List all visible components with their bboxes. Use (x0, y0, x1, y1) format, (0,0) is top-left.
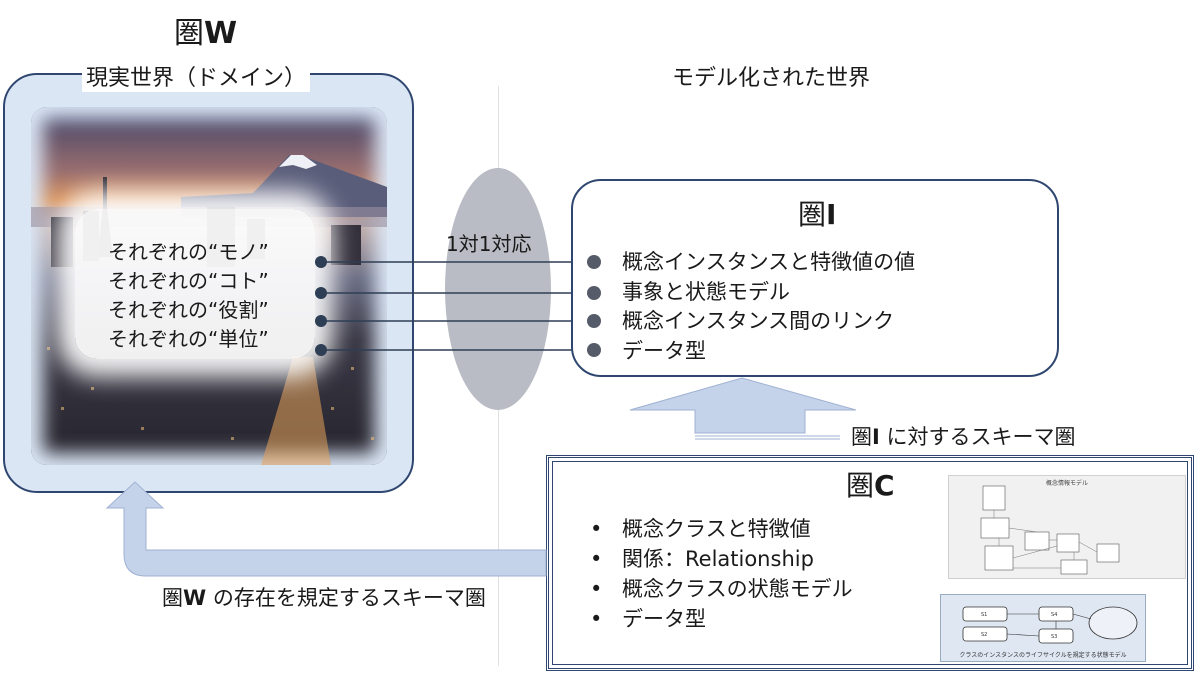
thumbnail-title: 概念情報モデル (1045, 480, 1088, 487)
category-w-items: それぞれの“モノ” それぞれの“コト” それぞれの“役割” それぞれの“単位” (108, 238, 269, 354)
category-w-title: 圏W (174, 16, 238, 51)
c-item-relationship: 関係：Relationship (590, 544, 853, 574)
i-item-link: 概念インスタンス間のリンク (622, 309, 895, 333)
w-item-dot (315, 287, 327, 299)
c-item-state-model: 概念クラスの状態モデル (590, 574, 853, 604)
w-item-dot (315, 344, 327, 356)
w-item-dot (315, 256, 327, 268)
svg-text:S1: S1 (981, 612, 987, 618)
i-item-dot (587, 286, 601, 300)
w-item-thing: それぞれの“モノ” (108, 240, 269, 264)
schema-w-arrow (105, 481, 547, 577)
w-item-dot (315, 315, 327, 327)
text-highlight-glow (75, 209, 315, 359)
class-model-thumbnail: 概念情報モデル (948, 475, 1186, 579)
category-c-title: 圏C (846, 469, 895, 502)
modeled-world-label: モデル化された世界 (672, 66, 871, 91)
i-item-instance: 概念インスタンスと特徴値の値 (622, 250, 916, 274)
category-i-panel (571, 179, 1059, 377)
category-i-title: 圏I (798, 198, 837, 231)
category-c-items: 概念クラスと特徴値 関係：Relationship 概念クラスの状態モデル デー… (590, 514, 853, 634)
real-world-label: 現実世界（ドメイン） (82, 60, 311, 92)
category-w-panel (3, 73, 414, 493)
i-item-dot (587, 255, 601, 269)
category-i-items: 概念インスタンスと特徴値の値 事象と状態モデル 概念インスタンス間のリンク デー… (622, 248, 915, 366)
schema-i-label: 圏I に対するスキーマ圏 (851, 425, 1076, 449)
i-item-dot (587, 314, 601, 328)
correspondence-lines (321, 261, 593, 351)
schema-w-label: 圏W の存在を規定するスキーマ圏 (162, 586, 486, 610)
i-item-state-model: 事象と状態モデル (622, 279, 790, 304)
w-item-event: それぞれの“コト” (108, 269, 269, 293)
thumbnail-caption: クラスのインスタンスのライフサイクルを規定する状態モデル (959, 652, 1127, 659)
correspondence-ellipse (445, 168, 551, 410)
class-diagram-sketch (980, 485, 1120, 575)
svg-text:S4: S4 (1051, 612, 1057, 618)
w-item-role: それぞれの“役割” (108, 298, 269, 322)
schema-i-arrow (629, 377, 857, 440)
w-item-unit: それぞれの“単位” (108, 327, 269, 351)
c-item-class: 概念クラスと特徴値 (590, 514, 853, 544)
one-to-one-label: 1対1対応 (446, 232, 532, 256)
svg-text:S3: S3 (1051, 634, 1057, 640)
svg-text:S2: S2 (981, 632, 987, 638)
i-item-datatype: データ型 (622, 338, 706, 363)
i-item-dot (587, 343, 601, 357)
c-item-datatype: データ型 (590, 604, 853, 634)
